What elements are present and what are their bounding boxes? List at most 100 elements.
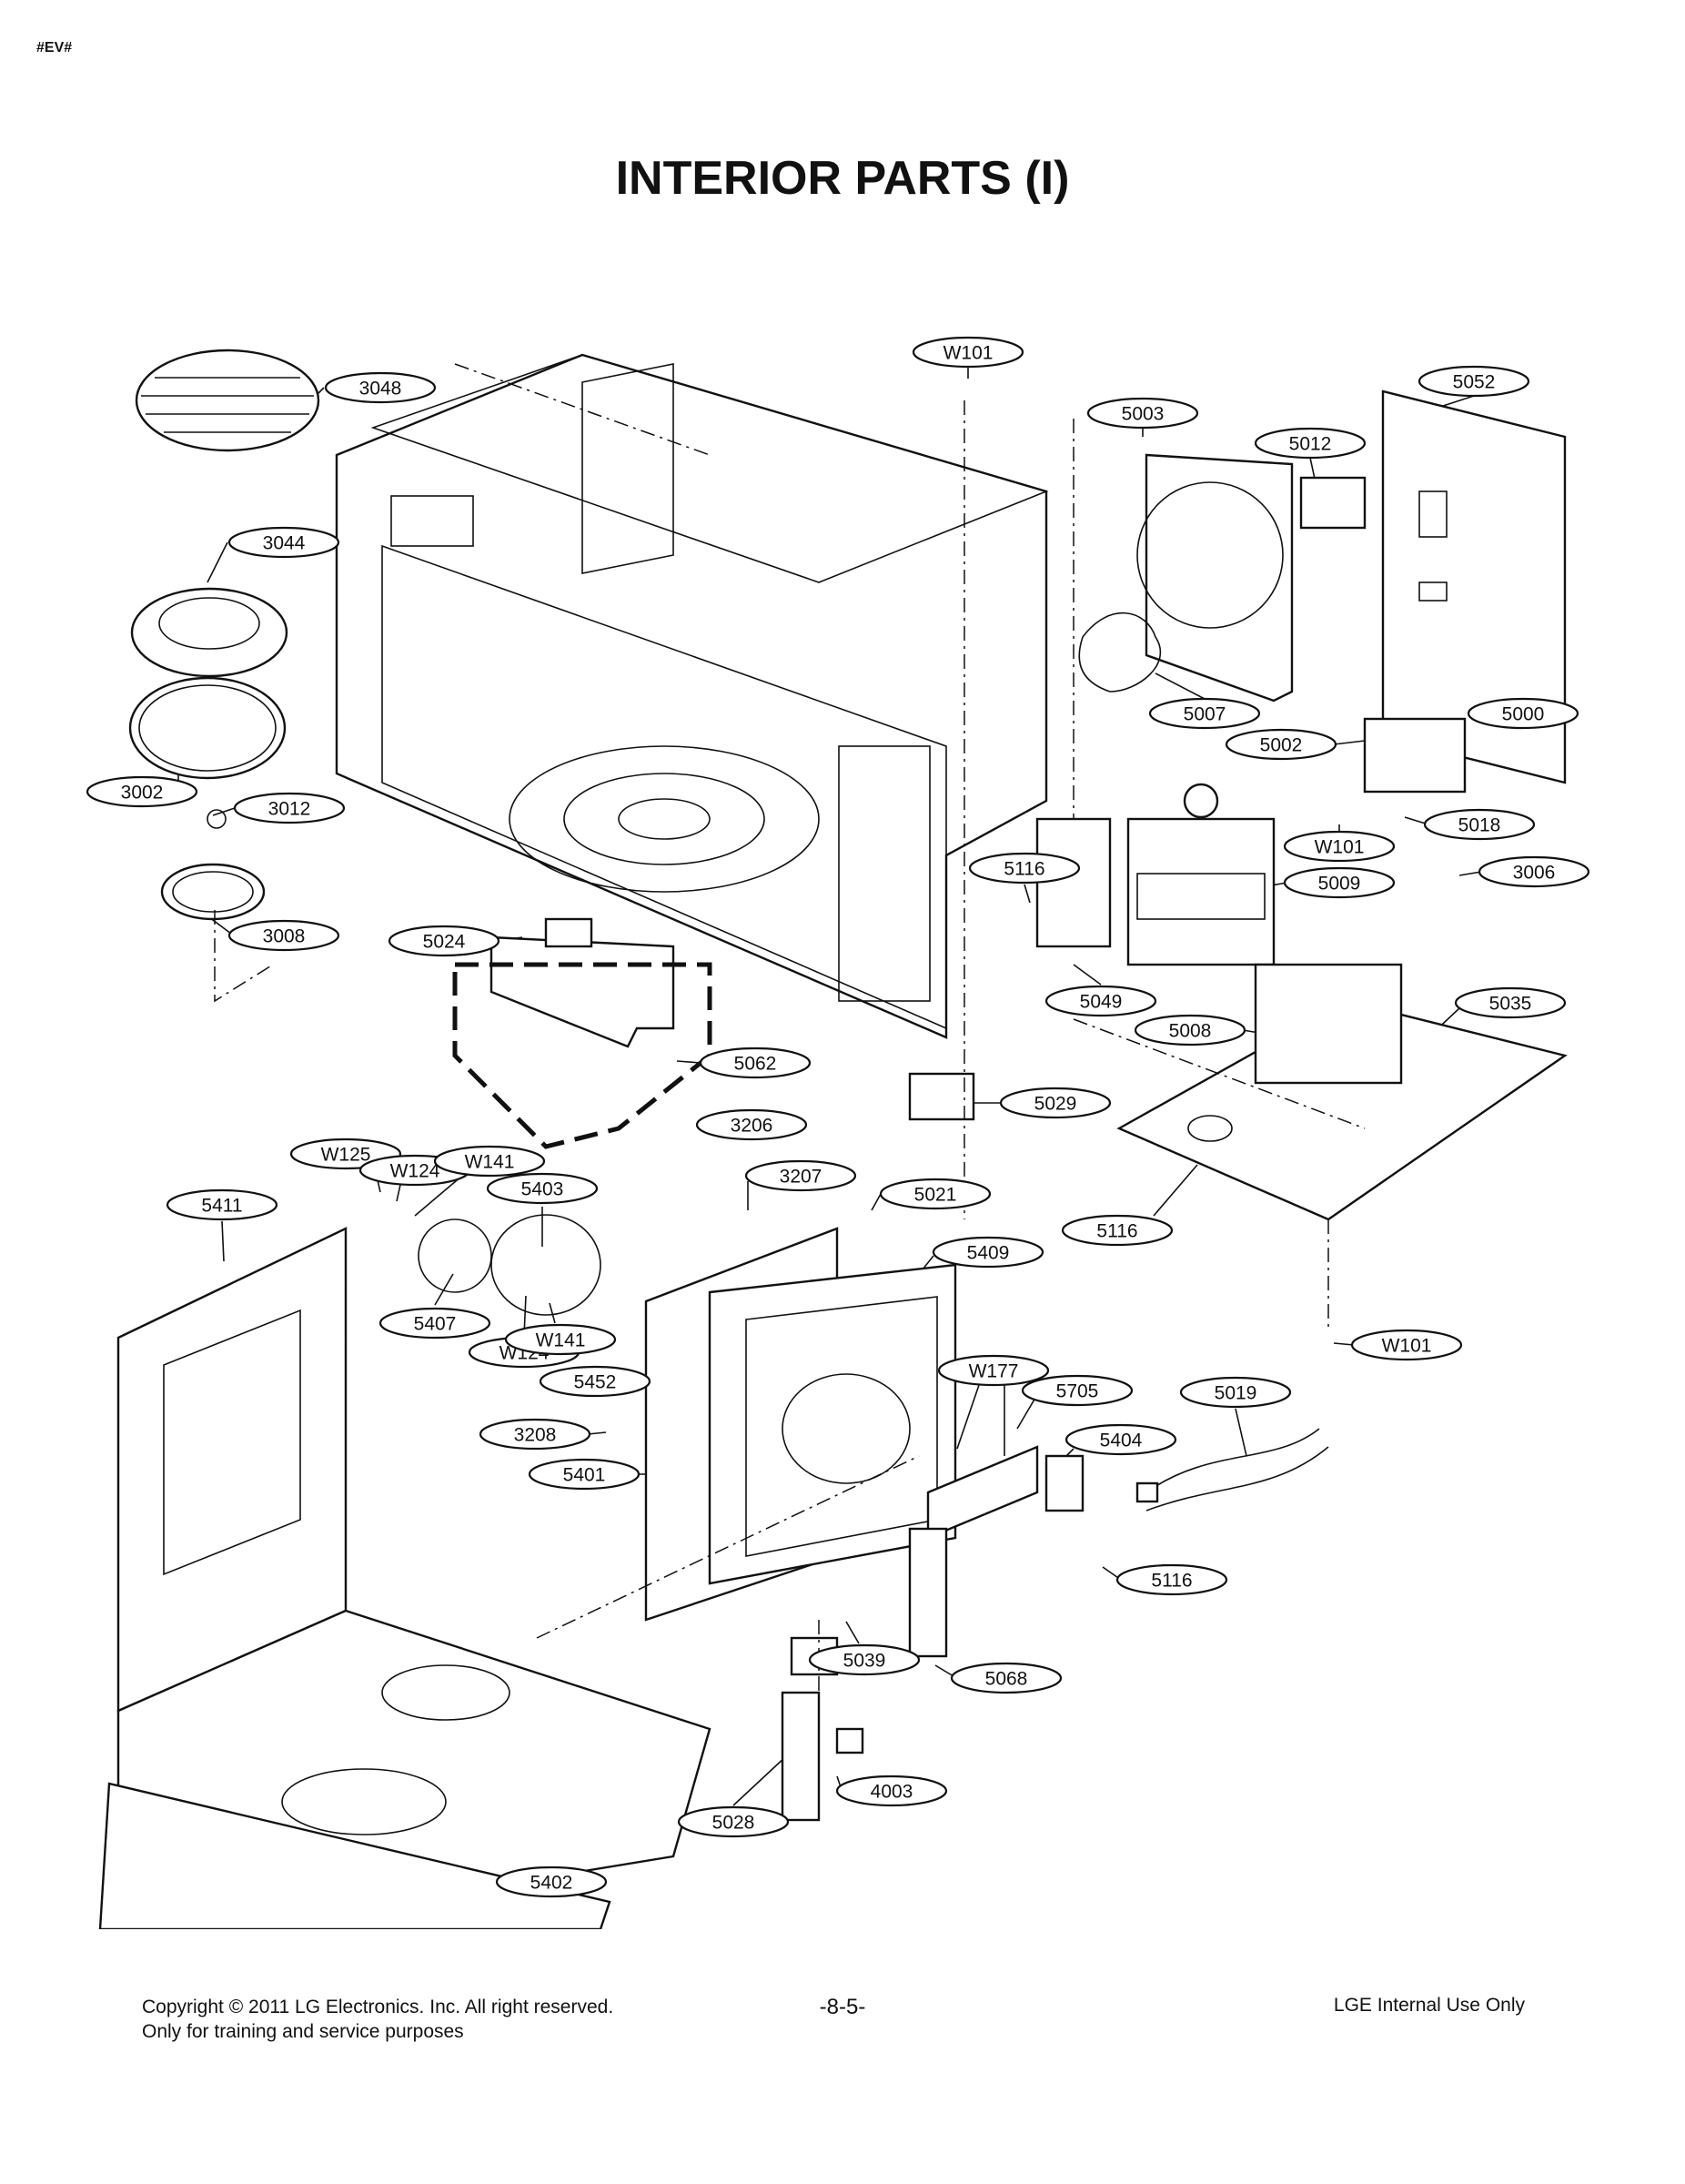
part-callout-5039: 5039 (808, 1643, 921, 1676)
callout-ellipse (950, 1662, 1063, 1694)
callout-label: 5052 (1453, 372, 1496, 393)
part-callout-5000: 5000 (1467, 697, 1579, 730)
callout-label: 5003 (1122, 404, 1165, 425)
callout-label: 5039 (843, 1651, 886, 1672)
callout-ellipse (1148, 697, 1261, 730)
internal-use-note: LGE Internal Use Only (1333, 1995, 1525, 2016)
front-assembly (98, 1214, 957, 1929)
part-callout-5029: 5029 (999, 1087, 1112, 1119)
callout-label: 5062 (734, 1054, 777, 1075)
part-callout-5404: 5404 (1064, 1423, 1177, 1456)
part-callout-5402: 5402 (495, 1866, 608, 1898)
callout-label: 5049 (1080, 992, 1123, 1013)
callout-ellipse (479, 1418, 591, 1451)
callout-label: 5404 (1100, 1431, 1143, 1451)
callout-ellipse (388, 925, 500, 957)
callout-ellipse (378, 1307, 491, 1340)
part-callout-5409: 5409 (932, 1236, 1044, 1269)
part-callout-5035: 5035 (1454, 986, 1567, 1019)
part-callout-5705: 5705 (1021, 1374, 1134, 1407)
callout-ellipse (999, 1087, 1112, 1119)
callout-ellipse (495, 1866, 608, 1898)
part-callout-5003: 5003 (1086, 397, 1199, 430)
callout-label: 3008 (263, 926, 306, 947)
callout-label: 5402 (530, 1873, 573, 1894)
callout-ellipse (1061, 1214, 1174, 1247)
callout-label: 3208 (514, 1425, 557, 1446)
callout-ellipse (1086, 397, 1199, 430)
callout-ellipse (539, 1365, 651, 1398)
callout-ellipse (1478, 855, 1590, 888)
callout-label: 5021 (914, 1185, 957, 1206)
magnetron-assembly (1035, 717, 1467, 966)
callout-label: 3206 (731, 1116, 773, 1137)
part-callout-3008: 3008 (227, 919, 340, 952)
callout-ellipse (1134, 1014, 1246, 1046)
callout-label: W124 (390, 1161, 440, 1182)
callout-label: 3006 (1513, 863, 1556, 884)
callout-ellipse (968, 852, 1081, 885)
part-callout-3206: 3206 (695, 1108, 808, 1141)
callout-ellipse (86, 775, 198, 808)
callout-label: 5411 (201, 1196, 242, 1217)
side-plate (1381, 389, 1567, 784)
callout-label: 5029 (1034, 1094, 1077, 1115)
callout-ellipse (1064, 1423, 1177, 1456)
callout-ellipse (695, 1108, 808, 1141)
callout-label: 5401 (563, 1465, 606, 1486)
part-callout-W141: W141 (433, 1145, 546, 1178)
callout-label: 4003 (871, 1782, 913, 1803)
copyright-text: Copyright © 2011 LG Electronics. Inc. Al… (142, 1997, 614, 2017)
callout-ellipse (227, 919, 340, 952)
part-callout-5012: 5012 (1254, 427, 1367, 460)
callout-label: 5028 (712, 1813, 755, 1834)
part-callout-5007: 5007 (1148, 697, 1261, 730)
part-callout-W101: W101 (1283, 830, 1396, 863)
callout-label: 5116 (1151, 1571, 1192, 1592)
part-callout-5009: 5009 (1283, 866, 1396, 899)
part-callout-3048: 3048 (324, 371, 437, 404)
callout-ellipse (1454, 986, 1567, 1019)
callout-ellipse (227, 526, 340, 559)
cavity-assembly (335, 353, 1049, 1039)
part-callout-5401: 5401 (528, 1458, 641, 1491)
part-callout-5019: 5019 (1179, 1376, 1292, 1409)
callout-label: 5409 (967, 1243, 1010, 1264)
callout-label: 5009 (1318, 874, 1361, 895)
fan-motor-assembly (1078, 453, 1367, 703)
part-callout-W177: W177 (937, 1354, 1050, 1387)
part-callout-3044: 3044 (227, 526, 340, 559)
callout-label: 5012 (1289, 434, 1332, 455)
footer-copyright-block: Copyright © 2011 LG Electronics. Inc. Al… (142, 1995, 613, 2044)
turntable-parts (128, 349, 320, 921)
callout-ellipse (504, 1323, 617, 1356)
callout-ellipse (433, 1145, 546, 1178)
callout-label: 5002 (1260, 735, 1303, 756)
callout-ellipse (937, 1354, 1050, 1387)
callout-label: 5116 (1004, 859, 1044, 880)
callout-label: 5705 (1056, 1381, 1099, 1402)
part-callout-5002: 5002 (1225, 728, 1337, 761)
callout-label: W101 (1382, 1336, 1432, 1357)
callout-label: 3044 (263, 533, 306, 554)
part-callout-3207: 3207 (744, 1159, 857, 1192)
assembly-guides (214, 363, 1366, 1729)
part-callout-5116: 5116 (1061, 1214, 1174, 1247)
callout-ellipse (1350, 1329, 1463, 1361)
part-callout-5452: 5452 (539, 1365, 651, 1398)
part-callout-5403: 5403 (486, 1172, 599, 1205)
callout-label: 5018 (1458, 815, 1501, 836)
purpose-text: Only for training and service purposes (142, 2021, 464, 2042)
callout-ellipse (912, 336, 1024, 369)
callout-ellipse (233, 792, 346, 824)
page-title: INTERIOR PARTS (I) (615, 152, 1070, 205)
callout-label: W141 (536, 1330, 586, 1351)
part-callout-W101: W101 (912, 336, 1024, 369)
part-callout-5407: 5407 (378, 1307, 491, 1340)
callout-ellipse (1115, 1563, 1228, 1596)
callout-ellipse (1179, 1376, 1292, 1409)
transformer-base (908, 963, 1568, 1221)
callout-ellipse (677, 1805, 790, 1838)
callout-ellipse (1283, 866, 1396, 899)
document-tag: #EV# (36, 40, 73, 56)
